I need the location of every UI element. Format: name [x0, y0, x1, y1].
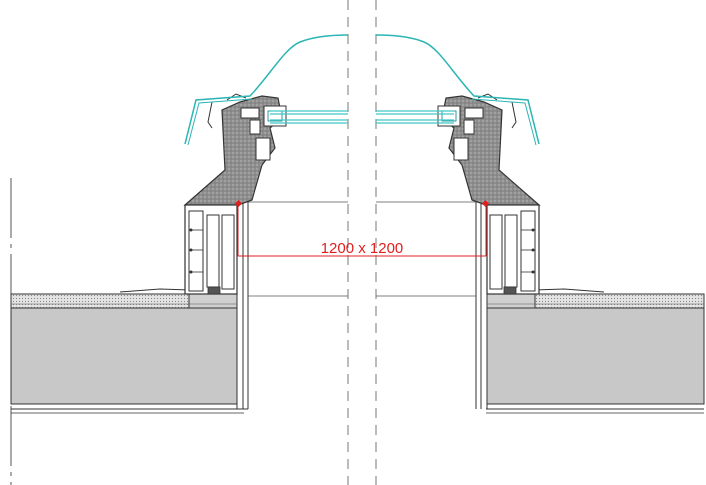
- concrete-slab-left: [10, 307, 238, 405]
- left-section: [10, 34, 349, 414]
- dimension-label: 1200 x 1200: [321, 240, 404, 257]
- double-glazing-left: [270, 110, 348, 124]
- roof-insulation-left: [10, 293, 190, 309]
- acrylic-dome-left: [184, 34, 349, 145]
- centerline: [347, 0, 377, 485]
- opening-dimension: [237, 205, 487, 257]
- right-section: [375, 34, 705, 414]
